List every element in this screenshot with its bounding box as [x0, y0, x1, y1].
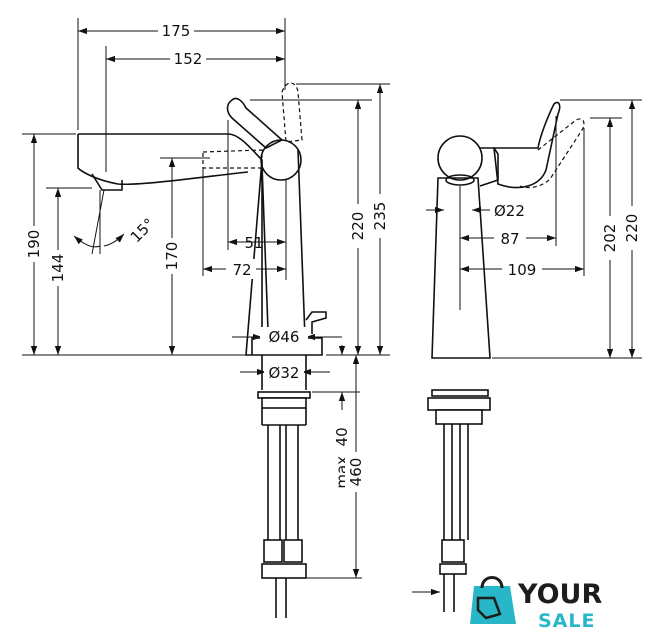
- front-view: 175 152 190 144 15° 170 51: [22, 18, 390, 618]
- handle-hub: [260, 139, 302, 181]
- dim-220-side: 220: [623, 214, 641, 243]
- dim-angle-15: 15°: [127, 215, 159, 247]
- dim-152: 152: [174, 50, 203, 68]
- side-body: [431, 177, 491, 359]
- dim-202: 202: [601, 224, 619, 253]
- dim-51: 51: [244, 234, 263, 252]
- dim-220-front: 220: [349, 212, 367, 241]
- logo-text-sale: SALE: [538, 610, 595, 632]
- hand-cart-icon: [476, 596, 502, 620]
- dim-144: 144: [49, 254, 67, 283]
- dim-diameter-22: Ø22: [494, 202, 525, 220]
- dim-diameter-46: Ø46: [269, 328, 300, 346]
- logo-text-your: YOUR: [517, 579, 602, 610]
- body-column: [261, 149, 306, 339]
- side-view: Ø22 87 109 202 220: [412, 99, 642, 612]
- dim-72: 72: [232, 261, 251, 279]
- handle-lever: [226, 97, 284, 149]
- dim-175: 175: [162, 22, 191, 40]
- spout-outline: [77, 133, 323, 356]
- dim-87: 87: [500, 230, 519, 248]
- dim-109: 109: [508, 261, 537, 279]
- dim-diameter-32: Ø32: [269, 364, 300, 382]
- yoursale-logo: YOUR SALE: [470, 576, 602, 632]
- dim-235: 235: [371, 202, 389, 231]
- dim-170: 170: [163, 242, 181, 271]
- dim-190: 190: [25, 230, 43, 259]
- side-hub: [437, 135, 483, 181]
- dim-460: 460: [347, 458, 365, 487]
